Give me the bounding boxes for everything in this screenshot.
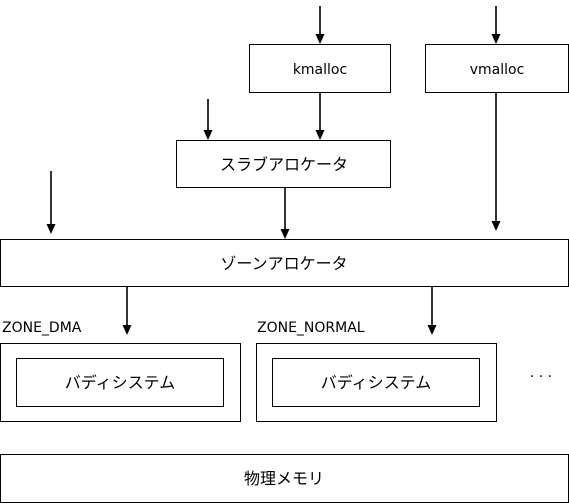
zone-dma-group: バディシステム bbox=[0, 343, 241, 422]
buddy-system-normal-box bbox=[272, 358, 480, 407]
arrow-vmalloc-to-zone-allocator bbox=[491, 93, 501, 231]
zone-allocator-node: ゾーンアロケータ bbox=[0, 239, 569, 287]
buddy-system-normal-label: バディシステム bbox=[321, 373, 431, 392]
slab-allocator-node: スラブアロケータ bbox=[176, 140, 391, 188]
kmalloc-label: kmalloc bbox=[293, 62, 347, 78]
vmalloc-label: vmalloc bbox=[470, 62, 525, 78]
slab-allocator-box bbox=[176, 140, 391, 188]
kmalloc-node: kmalloc bbox=[249, 44, 391, 93]
arrow-into-kmalloc bbox=[315, 6, 325, 44]
arrow-slab-to-zone-allocator bbox=[280, 188, 290, 239]
zone-normal-group: バディシステム bbox=[256, 343, 497, 422]
buddy-system-dma-box bbox=[16, 358, 224, 407]
buddy-system-dma-label: バディシステム bbox=[65, 373, 175, 392]
physical-memory-node: 物理メモリ bbox=[0, 454, 569, 503]
kmalloc-box bbox=[249, 44, 391, 93]
more-zones-ellipsis: · · · bbox=[530, 369, 552, 385]
arrow-zone-allocator-to-zone-dma bbox=[122, 287, 132, 335]
vmalloc-node: vmalloc bbox=[425, 44, 569, 93]
zone-allocator-label: ゾーンアロケータ bbox=[220, 254, 347, 273]
arrow-into-vmalloc bbox=[491, 6, 501, 44]
physical-memory-box bbox=[0, 454, 569, 503]
slab-allocator-label: スラブアロケータ bbox=[220, 155, 348, 174]
vmalloc-box bbox=[425, 44, 569, 93]
zone-normal-label: ZONE_NORMAL bbox=[257, 320, 365, 336]
arrow-kmalloc-to-slab bbox=[315, 93, 325, 140]
arrow-into-slab-allocator bbox=[203, 99, 213, 140]
arrow-into-zone-allocator bbox=[46, 171, 56, 234]
zone-allocator-box bbox=[0, 239, 569, 287]
arrow-zone-allocator-to-zone-normal bbox=[427, 287, 437, 335]
physical-memory-label: 物理メモリ bbox=[244, 469, 324, 488]
zone-dma-label: ZONE_DMA bbox=[2, 320, 82, 336]
